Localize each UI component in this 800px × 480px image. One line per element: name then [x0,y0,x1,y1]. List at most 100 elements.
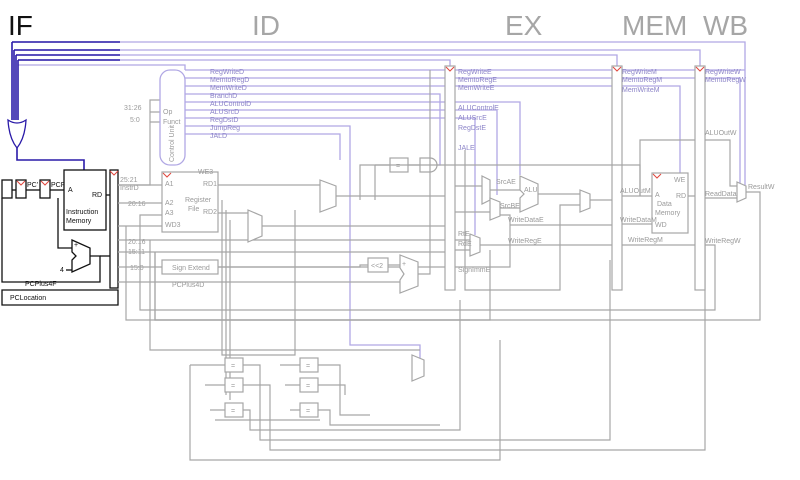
stage-label-ex: EX [505,10,543,41]
sig-regwritee: RegWriteE [458,69,492,76]
pc-register [15,179,27,199]
pc-select-wires [11,41,120,170]
decode-stage: 25:21 InstrD 31:26 5:0 Op Funct Control … [118,69,706,461]
hazard-cmp-1-label: = [231,363,235,370]
sig-memwritem: MemWriteM [622,87,660,94]
sig-memwrited: MemWriteD [210,85,247,92]
pcf-label: PCF [51,182,65,189]
dmem-a-label: A [655,192,660,199]
sig-alusrce: ALUSrcE [458,115,487,122]
control-unit-label: Control Unit [169,125,176,162]
dmem-name-2: Memory [655,210,681,217]
forward-mux-a [319,179,337,213]
rf-rd1-label: RD1 [203,181,217,188]
sig-jumpreg: JumpReg [210,125,240,132]
sig-memtoregd: MemtoRegD [210,77,249,84]
aluoutm-label: ALUOutM [620,188,651,195]
sig-memtorege: MemtoRegE [458,77,497,84]
hazard-cmp-5 [299,377,319,393]
rf-a2-label: A2 [165,200,174,207]
dmem-rd-label: RD [676,193,686,200]
idex-clock-icon [445,66,455,72]
pc-source-mux [7,118,27,150]
rf-clock-icon [162,172,172,178]
sig-alucontrole: ALUControlE [458,105,499,112]
stage-label-id: ID [252,10,280,41]
ex-mem-register [611,65,623,291]
hazard-comparators: = = = = = = [224,357,319,418]
jal-mux [579,189,591,213]
sig-branchd: BranchD [210,93,237,100]
hazard-cmp-4-label: = [306,363,310,370]
sig-alucontrold: ALUControlD [210,101,251,108]
pclocation-label: PCLocation [10,295,46,302]
ifid-clock-icon [109,170,119,176]
data-memory [651,172,689,234]
dmem-name-1: Data [657,201,672,208]
memory-stage: RegWriteM MemtoRegM MemWriteM WE A RD Da… [359,69,695,246]
rf-name-2: File [188,206,199,213]
branch-target-adder [399,254,419,294]
exmem-clock-icon [612,66,622,72]
stage-label-wb: WB [703,10,748,41]
adder-plus-label: + [74,242,78,249]
funct-bits-label: 5:0 [130,117,140,124]
rf-a1-label: A1 [165,181,174,188]
alu [519,175,539,213]
pc-clock-icon [16,180,26,186]
hazard-cmp-3-label: = [231,408,235,415]
control-unit [159,69,186,166]
imem-name-2: Memory [66,218,92,225]
branch-adder-plus: + [402,261,406,268]
imem-a-label: A [68,187,73,194]
forward-mux-b [247,209,263,243]
srcbe-label: SrcBE [500,203,520,210]
imem-rd-label: RD [92,192,102,199]
sig-memtoregm: MemtoRegM [622,77,662,84]
sig-regdste: RegDstE [458,125,486,132]
pcplus4d-label: PCPlus4D [172,282,204,289]
hazard-cmp-6-label: = [306,408,310,415]
rt-bits-label: 20:16 [128,201,146,208]
hazard-cmp-2 [224,377,244,393]
readdataw-label: ReadDataW [705,191,744,198]
imem-name-1: Instruction [66,209,98,216]
jump-register-mux [411,354,425,382]
writeregm-label: WriteRegM [628,237,663,244]
hazard-cmp-3 [224,402,244,418]
hazard-cmp-5-label: = [306,383,310,390]
pc-plus4-adder [71,238,91,274]
sign-extend-label: Sign Extend [172,265,210,272]
sig-memwritee: MemWriteE [458,85,495,92]
rf-a3-label: A3 [165,210,174,217]
instruction-memory [63,169,107,231]
shift-label: <<2 [371,263,383,270]
aluoutw-label: ALUOutW [705,130,737,137]
sig-memtoregw: MemtoRegW [705,77,746,84]
writedatae-label: WriteDataE [508,217,544,224]
pcf-clock-icon [40,180,50,186]
hazard-cmp-1 [224,357,244,373]
sig-jale: JALE [458,145,475,152]
memwb-clock-icon [695,66,705,72]
writeback-mux [736,181,747,203]
writerege-label: WriteRegE [508,238,542,245]
pc-source-mux-small [1,179,13,199]
dmem-clock-icon [652,173,662,179]
mem-wb-register [694,65,706,291]
rf-we3-label: WE3 [198,169,213,176]
if-id-register [109,169,119,289]
regdst-mux [469,233,481,257]
rs-bits-label: 25:21 [120,177,138,184]
branch-equal-label: = [396,163,400,170]
rt-bits2-label: 20:16 [128,239,146,246]
forward-mux-ae [481,175,491,205]
sig-regwritem: RegWriteM [622,69,657,76]
id-ex-register [444,65,456,291]
srcae-label: SrcAE [496,179,516,186]
rf-name-1: Register [185,197,212,204]
control-funct-label: Funct [163,119,181,126]
pc-label: PC' [27,182,38,189]
hazard-cmp-4 [299,357,319,373]
